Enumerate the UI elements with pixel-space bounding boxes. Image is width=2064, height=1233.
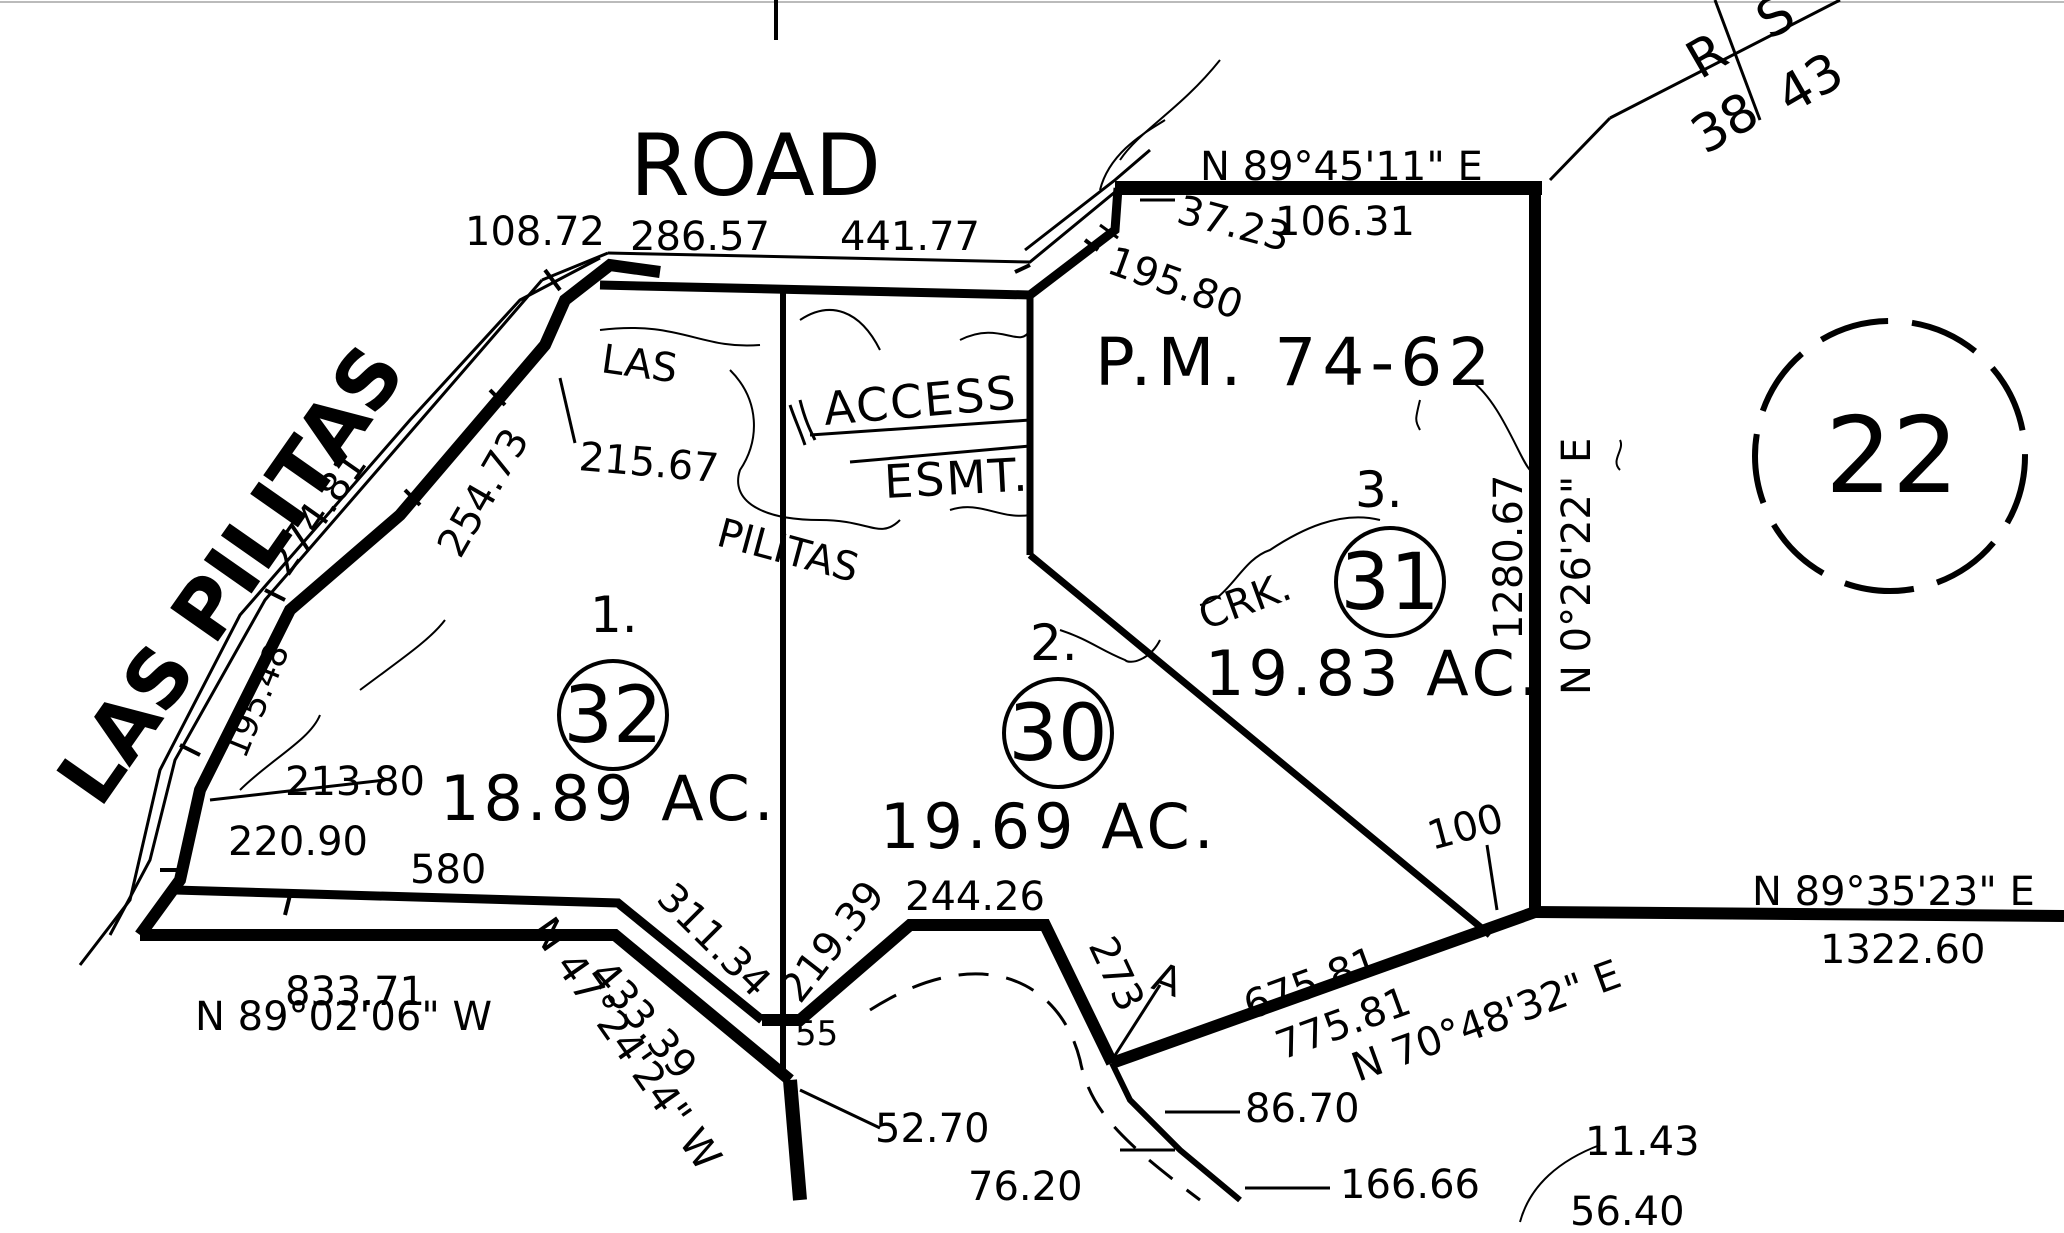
book-page-number: 22 [1825, 395, 1959, 517]
parcel-map-label: P.M. 74-62 [1095, 324, 1496, 401]
dim-86-70: 86.70 [1245, 1086, 1360, 1132]
lot-acreage-1: 18.89 AC. [440, 762, 778, 835]
lot-number-3: 3. [1355, 461, 1403, 519]
dim-441-77: 441.77 [840, 214, 980, 260]
dim-52-70: 52.70 [875, 1106, 990, 1152]
creek-label-crk: CRK. [1193, 564, 1298, 640]
access-label: ACCESS [821, 365, 1019, 436]
creek-label-las: LAS [599, 336, 681, 392]
lot-number-1: 1. [590, 586, 638, 644]
bearing-east-ext: N 89°35'23" E [1752, 869, 2035, 915]
dashed-curve [869, 972, 1201, 1202]
dim-215-67: 215.67 [577, 434, 720, 492]
road-name-road: ROAD [630, 116, 881, 216]
dim-11-43: 11.43 [1585, 1119, 1700, 1165]
dim-a: A [1147, 954, 1189, 1007]
rs-book: 38 [1682, 81, 1769, 166]
rs-divider [1713, 0, 1762, 121]
dim-1322-60: 1322.60 [1820, 927, 1985, 973]
dim-166-66: 166.66 [1340, 1162, 1480, 1208]
rs-page: 43 [1767, 41, 1854, 126]
lot-acreage-2: 19.69 AC. [880, 790, 1218, 863]
dim-56-40: 56.40 [1570, 1189, 1685, 1233]
lot-acreage-3: 19.83 AC. [1205, 637, 1543, 710]
dim-580: 580 [410, 847, 486, 893]
esmt-label: ESMT. [883, 447, 1031, 509]
dim-1280-67: 1280.67 [1486, 475, 1532, 640]
parcel-number-30: 30 [1008, 689, 1107, 779]
dim-108-72: 108.72 [465, 209, 605, 255]
dim-244-26: 244.26 [905, 874, 1045, 920]
bearing-north-line: N 89°45'11" E [1200, 144, 1483, 190]
lot-number-2: 2. [1030, 614, 1078, 672]
dim-55: 55 [795, 1014, 838, 1054]
dim-833-71: 833.71 [285, 969, 425, 1015]
dim-106-31: 106.31 [1275, 199, 1415, 245]
book-page-circle [1752, 318, 2028, 594]
parcel-circle-30 [1002, 677, 1114, 789]
parcel-number-32: 32 [563, 671, 662, 761]
dim-76-20: 76.20 [968, 1164, 1083, 1210]
creek-lines [239, 59, 1623, 1223]
parcel-circle-31 [1334, 526, 1446, 638]
creek-label-pilitas: PILITAS [712, 510, 863, 592]
dim-213-80: 213.80 [285, 759, 425, 805]
parcel-circle-32 [557, 659, 669, 771]
dim-286-57: 286.57 [630, 214, 770, 260]
dimension-arrows [209, 0, 1841, 1190]
road-right-of-way [78, 148, 1151, 966]
parcel-boundaries [135, 181, 2064, 1203]
bearing-east-line: N 0°26'22" E [1554, 438, 1600, 695]
access-easement-lines [788, 399, 1031, 464]
dim-195-80: 195.80 [1102, 238, 1249, 329]
tick-marks [160, 238, 1100, 916]
bearing-south-line: N 89°02'06" W [195, 994, 492, 1040]
parcel-number-31: 31 [1340, 538, 1439, 628]
dim-100: 100 [1423, 795, 1509, 859]
dim-220-90: 220.90 [228, 819, 368, 865]
dim-254-73: 254.73 [429, 421, 539, 565]
